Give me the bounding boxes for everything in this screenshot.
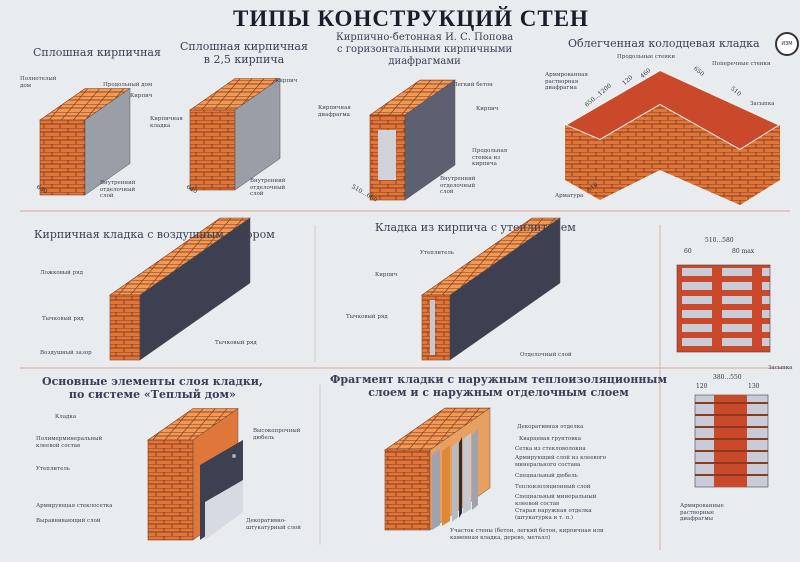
label: Тычковый ряд: [346, 314, 388, 320]
label: Поперечные стенки: [712, 61, 771, 67]
facade-layer: [459, 437, 462, 518]
facade-fragment-wall: [384, 407, 491, 531]
label: Кирпич: [275, 78, 298, 84]
air-gap-wall: [109, 217, 251, 361]
heading-well-masonry: Облегченная колодцевая кладка: [568, 37, 760, 50]
label: Засыпка: [768, 365, 793, 371]
label: Внутренний отделочный слой: [100, 180, 136, 199]
label: Декоративно-штукатурный слой: [246, 518, 301, 531]
facade-layer: [432, 449, 440, 530]
publisher-logo: ИЗМ: [775, 32, 799, 56]
label: Выравнивающий слой: [36, 518, 101, 524]
popov-wall: [369, 79, 456, 201]
label: Старая наружная отделка (штукатурка и т.…: [515, 508, 592, 521]
facade-layer: [463, 433, 471, 514]
label: Арматура: [555, 193, 584, 199]
side-face: [139, 217, 251, 361]
label: Продольная стенка из кирпича: [472, 148, 508, 167]
label: Кварцевая грунтовка: [519, 436, 582, 442]
label: Внутренний отделочный слой: [440, 176, 476, 195]
front-face: [421, 294, 451, 361]
dimension: 510...580: [705, 237, 734, 244]
front-face: [147, 439, 194, 541]
heading-solid-brick: Сплошная кирпичная: [33, 46, 161, 59]
insulated-wall: [421, 217, 561, 361]
heading-air-gap: Кирпичная кладка с воздушным зазором: [34, 228, 275, 241]
label: Ложковый ряд: [40, 270, 83, 276]
label: Внутренний отделочный слой: [250, 178, 286, 197]
label: Продольный дом: [103, 82, 153, 88]
plan-fill: [714, 395, 747, 487]
label: Отделочный слой: [520, 352, 572, 358]
label: Кирпичная кладка: [150, 116, 183, 129]
heading-insulated: Кладка из кирпича с утеплителем: [375, 221, 576, 234]
side-face: [740, 125, 780, 205]
label: Кирпичная диафрагма: [318, 105, 351, 118]
plan-solid-masonry: [676, 264, 771, 353]
side-face: [234, 78, 281, 191]
facade-layer: [442, 445, 450, 526]
dimension: 60: [684, 248, 692, 255]
side-face: [449, 217, 561, 361]
label: Армированные растворные диафрагмы: [680, 503, 724, 522]
plaster-layer: [205, 480, 243, 540]
dimension: 80 max: [732, 248, 755, 255]
label: Кладка: [55, 414, 77, 420]
label: Легкий бетон: [453, 82, 493, 88]
section-dividers: [20, 210, 790, 550]
label: Участок стены (бетон, легкий бетон, кирп…: [450, 528, 604, 541]
label: Кирпич: [476, 106, 499, 112]
light-concrete-fill: [378, 130, 396, 180]
dimension: 380...550: [713, 374, 742, 381]
side-face: [404, 79, 456, 201]
label: Воздушный зазор: [40, 350, 92, 356]
front-face: [39, 119, 86, 196]
label: Сетка из стекловолокна: [515, 446, 586, 452]
front-face: [109, 294, 141, 361]
label: Декоративная отделка: [517, 424, 584, 430]
label: Армированная растворная диафрагма: [545, 72, 588, 91]
dimension: 120: [696, 383, 708, 390]
label: Специальный дюбель: [515, 473, 578, 479]
front-face: [384, 449, 431, 531]
front-face: [600, 105, 660, 200]
label: Полимерминеральный клеевой состав: [36, 436, 103, 449]
heading-facade-fragment: Фрагмент кладки с наружным теплоизоляцио…: [330, 373, 668, 399]
label: Армирующий слой из клеевого минерального…: [515, 455, 607, 468]
label: Высокопрочный дюбель: [253, 428, 301, 441]
label: Засыпка: [750, 101, 775, 107]
solid-brick-wall: [39, 88, 131, 196]
front-face: [565, 125, 600, 200]
label: Продольные стенки: [617, 54, 676, 60]
label: Армирующая стеклосетка: [36, 503, 113, 509]
dowel-icon: [232, 454, 236, 458]
dimension: 130: [748, 383, 760, 390]
heading-warm-house: Основные элементы слоя кладки,по системе…: [42, 375, 263, 401]
insulation-layer: [430, 300, 435, 355]
well-masonry-corner: [562, 68, 783, 205]
label: Утеплитель: [420, 250, 454, 256]
label: Тычковый ряд: [42, 316, 84, 322]
front-face: [660, 105, 740, 205]
label: Утеплитель: [36, 466, 70, 472]
facade-layer: [452, 441, 458, 522]
label: Теплоизоляционный слой: [515, 484, 591, 490]
warm-house-wall: [147, 408, 243, 541]
plan-well-masonry: [694, 394, 769, 488]
facade-layer: [472, 429, 478, 510]
label: Тычковый ряд: [215, 340, 257, 346]
solid-brick-wall-2-5: [189, 78, 281, 191]
front-face: [189, 109, 236, 191]
label: Специальный минеральный клеевой состав: [515, 494, 597, 507]
poster-title: ТИПЫ КОНСТРУКЦИЙ СТЕН: [233, 6, 589, 31]
label: Кирпич: [375, 272, 398, 278]
label: Кирпич: [130, 93, 153, 99]
label: Полнотелый дом: [20, 76, 57, 89]
side-face: [84, 88, 131, 196]
